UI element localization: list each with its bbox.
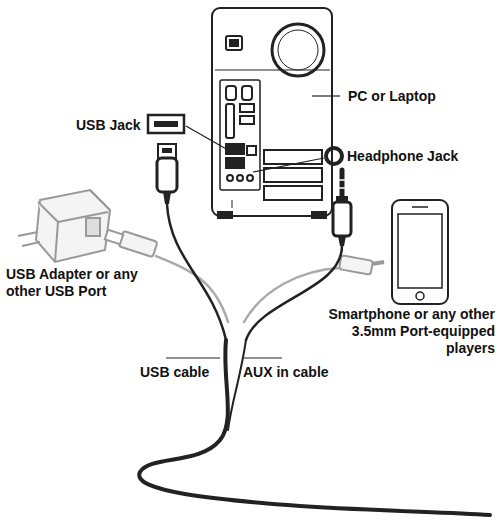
joined-cable [139,340,490,515]
usb-cable-label: USB cable [140,364,230,381]
usb-jack-leader [186,126,228,150]
pc-tower [212,8,332,218]
headphone-jack-label: Headphone Jack [347,148,497,165]
phone-audio-plug [339,255,384,274]
aux-cable [246,246,342,340]
usb-cable [167,204,226,340]
usb-jack-icon [148,115,184,133]
usb-adapter [18,190,158,262]
headphone-jack-symbol [326,148,342,164]
audio-plug [333,170,351,246]
usb-jack-label: USB Jack [76,117,146,134]
pc-label: PC or Laptop [348,88,478,105]
usb-plug [157,144,177,204]
usb-adapter-label: USB Adapter or any other USB Port [6,266,174,300]
aux-cable-label: AUX in cable [243,364,343,381]
smartphone-label: Smartphone or any other 3.5mm Port-equip… [325,306,495,357]
smartphone [392,200,448,304]
